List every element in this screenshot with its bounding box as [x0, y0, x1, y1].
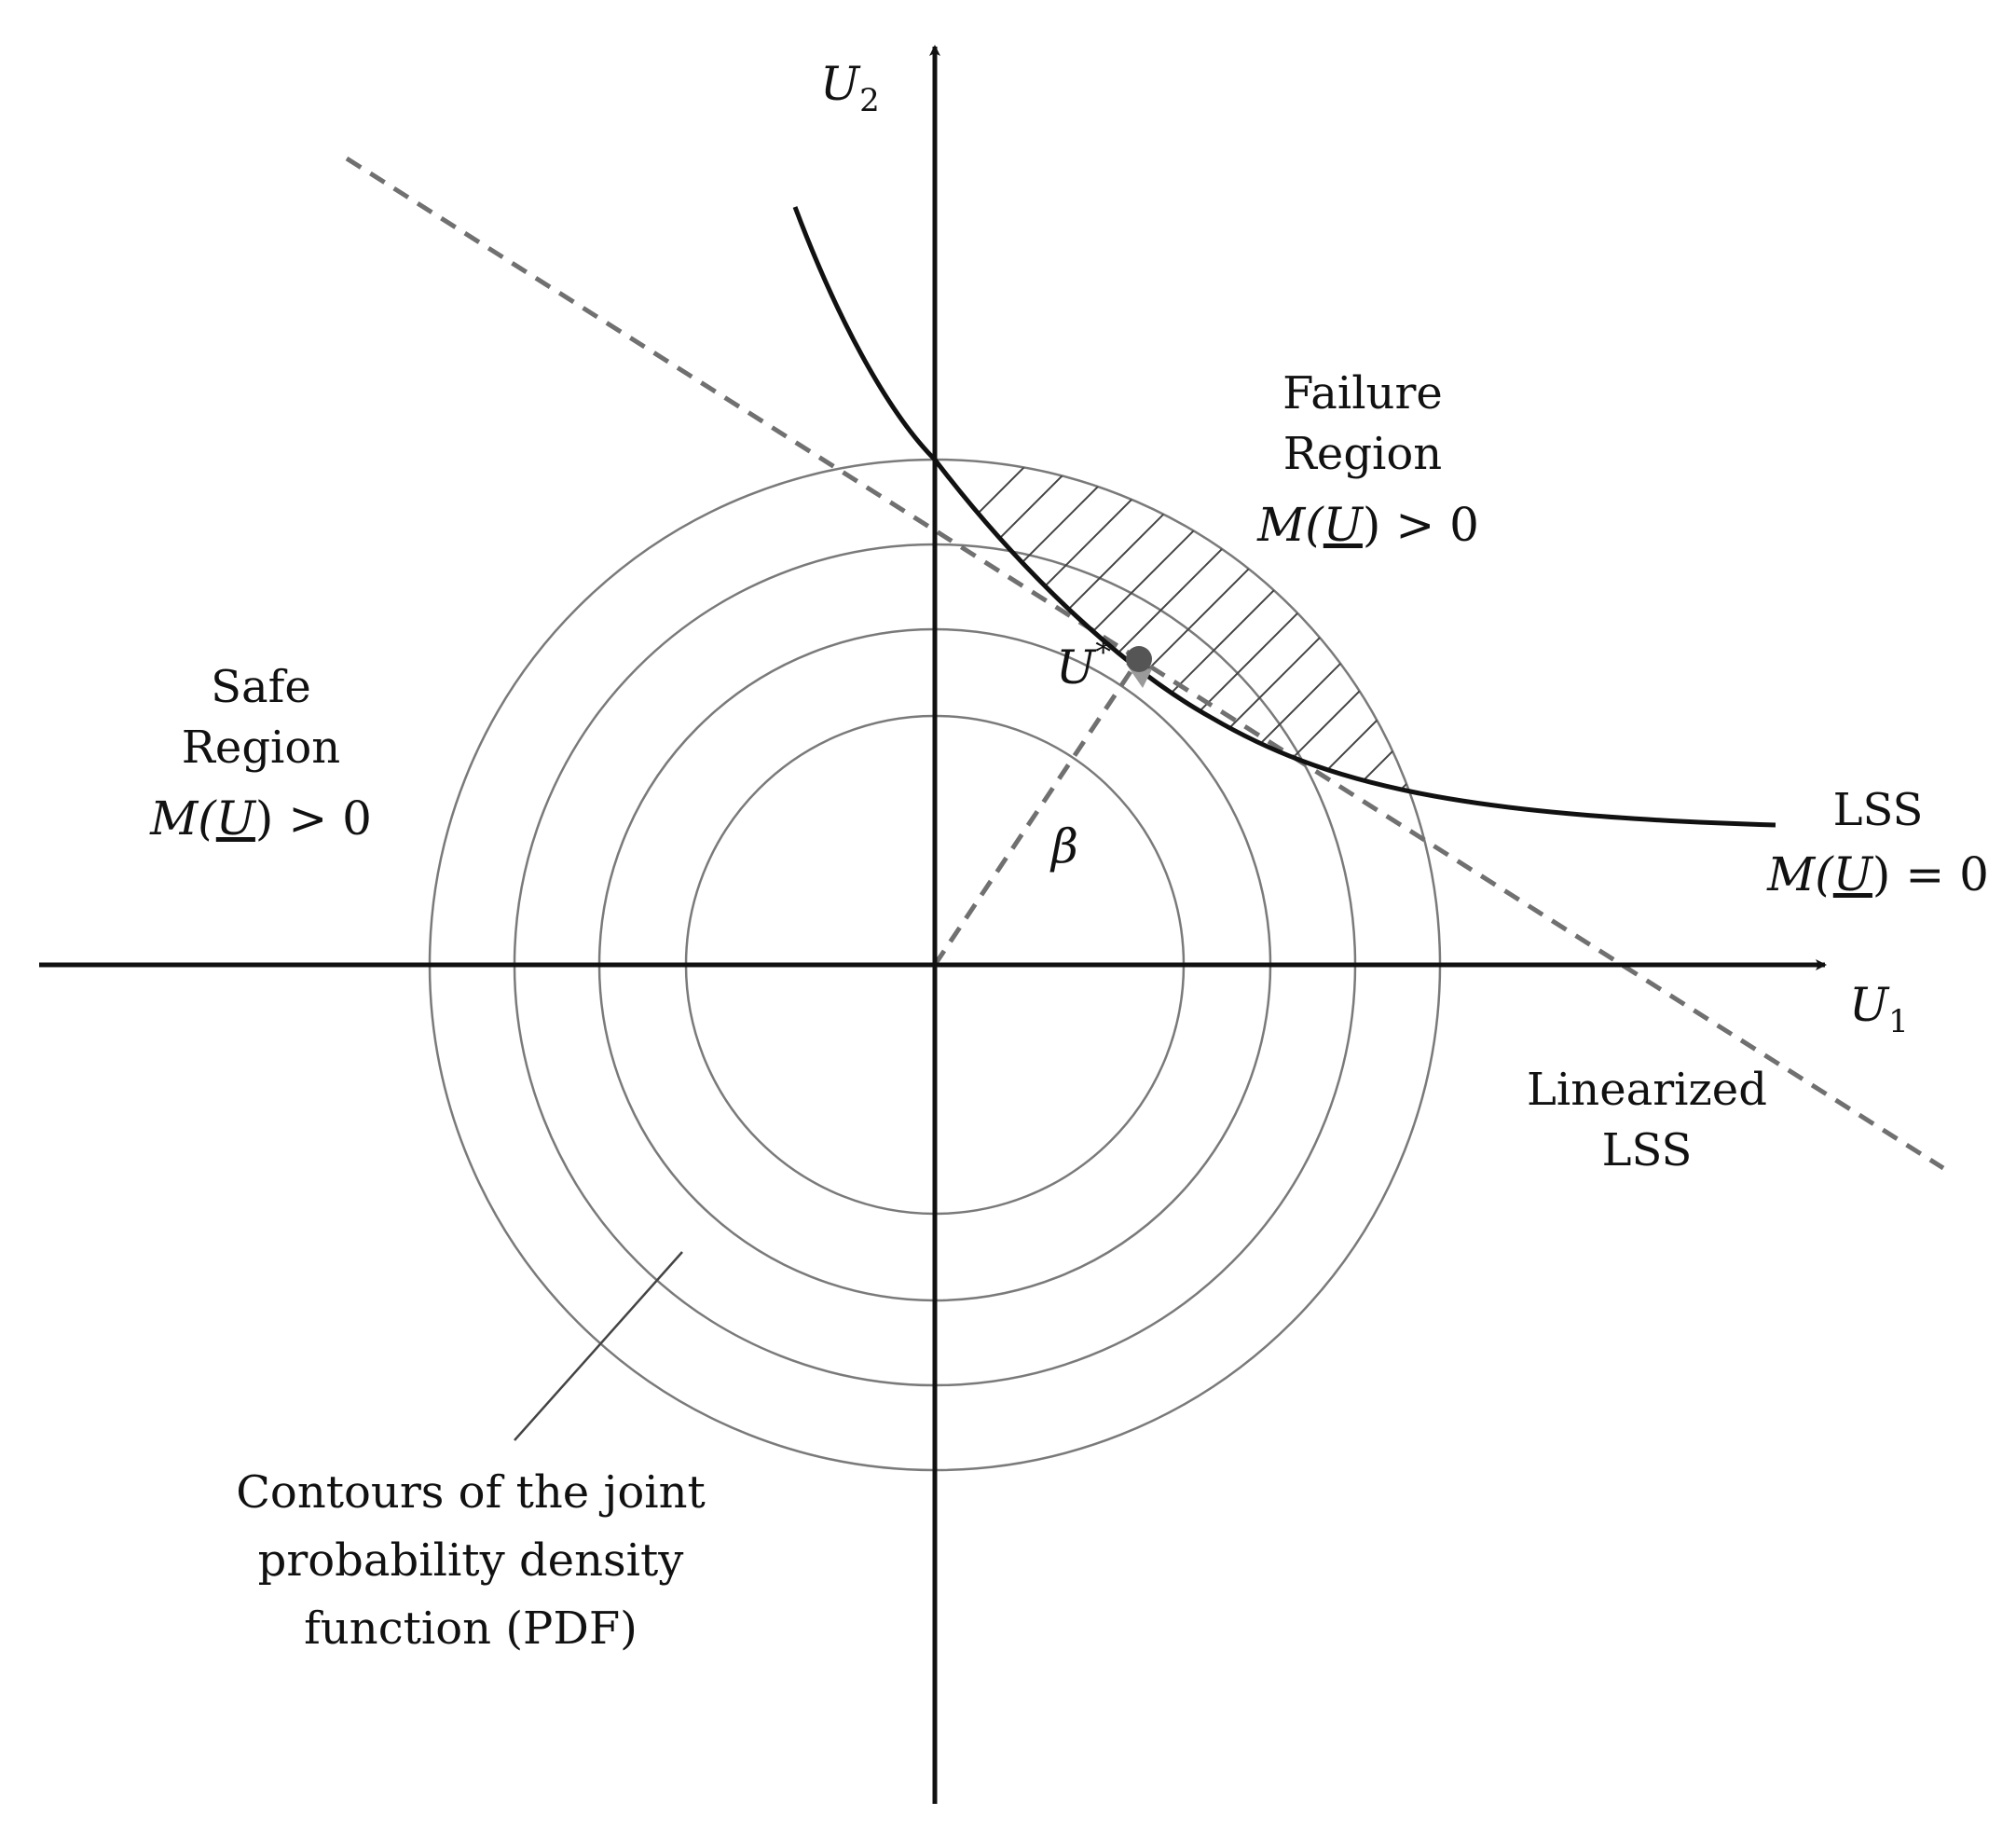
failure-region-label: Failure Region M(U) > 0: [1256, 367, 1479, 552]
safe-region-label: Safe Region M(U) > 0: [149, 661, 372, 846]
failure-region-condition: M(U) > 0: [1256, 498, 1479, 552]
failure-region-line1: Failure: [1282, 367, 1443, 419]
beta-line: [932, 657, 1142, 967]
linearized-lss-line: [345, 156, 1945, 1171]
lss-condition: M(U) = 0: [1766, 847, 1989, 901]
failure-region-line2: Region: [1283, 428, 1442, 480]
design-point-label: U*: [1056, 634, 1111, 695]
u2-axis-label: U2: [820, 57, 880, 119]
pdf-annotation: Contours of the joint probability densit…: [236, 1466, 706, 1655]
design-point-marker: [1126, 646, 1152, 672]
pdf-annotation-line2: probability density: [258, 1534, 684, 1587]
pdf-annotation-line1: Contours of the joint: [236, 1466, 706, 1519]
linearized-lss-line1: Linearized: [1527, 1064, 1767, 1116]
safe-region-line1: Safe: [211, 661, 311, 713]
lss-label-line1: LSS: [1833, 784, 1924, 836]
pdf-annotation-leader: [514, 1251, 683, 1441]
lss-label: LSS M(U) = 0: [1766, 784, 1989, 901]
beta-label: β: [1049, 819, 1078, 873]
u1-axis-label: U1: [1849, 978, 1909, 1040]
linearized-lss-label: Linearized LSS: [1527, 1064, 1767, 1176]
safe-region-line2: Region: [182, 722, 340, 774]
linearized-lss-line2: LSS: [1602, 1124, 1693, 1176]
pdf-annotation-line3: function (PDF): [304, 1602, 638, 1655]
safe-region-condition: M(U) > 0: [149, 791, 372, 846]
